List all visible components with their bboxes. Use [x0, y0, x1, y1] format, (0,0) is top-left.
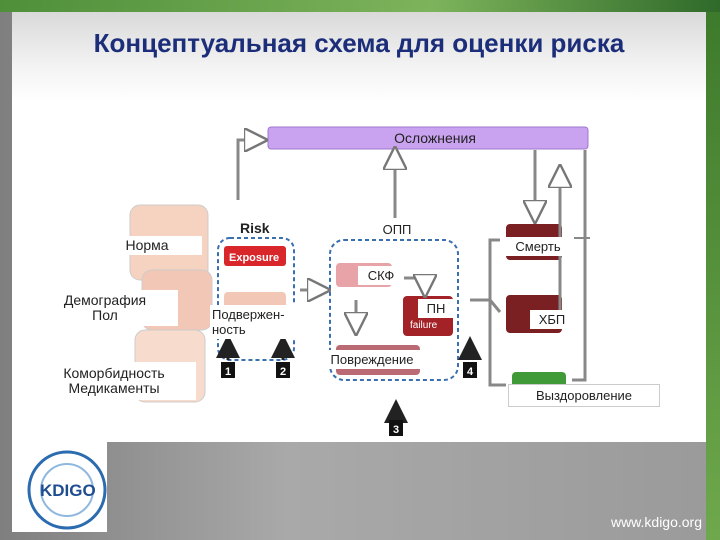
injury-dashed-box: [329, 239, 459, 381]
step-number-2: 2: [280, 366, 286, 378]
arrow-to-complications-left: [236, 140, 262, 200]
step-box-3: [389, 420, 403, 436]
slide-title: Концептуальная схема для оценки риска: [93, 28, 625, 58]
label-opp: ОПП: [368, 220, 426, 239]
label-susceptibility: Подвержен- ность: [210, 305, 306, 339]
step-box-4: [463, 362, 477, 378]
arrow-right-return: [572, 150, 587, 382]
kdigo-logo: KDIGO: [27, 450, 107, 530]
failure-underlay-text: failure: [410, 320, 438, 331]
arrow-gfr-to-failure: [396, 278, 425, 292]
label-damage: Повреждение: [322, 350, 422, 369]
exposure-box: [224, 246, 286, 266]
complications-bar: [267, 126, 589, 150]
label-comorbidity: Коморбидность Медикаменты: [32, 362, 196, 400]
label-hbp: ХБП: [530, 310, 574, 329]
label-death: Смерть: [502, 237, 574, 256]
step-number-4: 4: [467, 366, 474, 378]
step-number-3: 3: [393, 424, 399, 436]
footer-url[interactable]: www.kdigo.org: [610, 514, 702, 530]
label-demography: Демография Пол: [32, 290, 178, 326]
exposure-dashed-box: [217, 237, 295, 361]
right-green-strip: [706, 12, 720, 540]
exposure-underlay-text: Exposure: [229, 252, 279, 264]
logo-text: KDIGO: [40, 481, 96, 500]
label-norm: Норма: [92, 236, 202, 255]
label-recovery: Выздоровление: [508, 384, 660, 407]
top-green-band: [0, 0, 720, 12]
label-pn: ПН: [418, 299, 454, 318]
label-skf: СКФ: [358, 266, 404, 285]
label-complications: Осложнения: [394, 130, 476, 146]
step-box-1: [221, 362, 235, 378]
title-area: Концептуальная схема для оценки риска: [12, 12, 706, 102]
kdigo-logo-area: KDIGO: [12, 442, 107, 532]
step-box-2: [276, 362, 290, 378]
step-number-1: 1: [225, 366, 231, 378]
arrow-to-outcomes: [470, 238, 506, 387]
risk-underlay-text: Risk: [240, 220, 270, 236]
